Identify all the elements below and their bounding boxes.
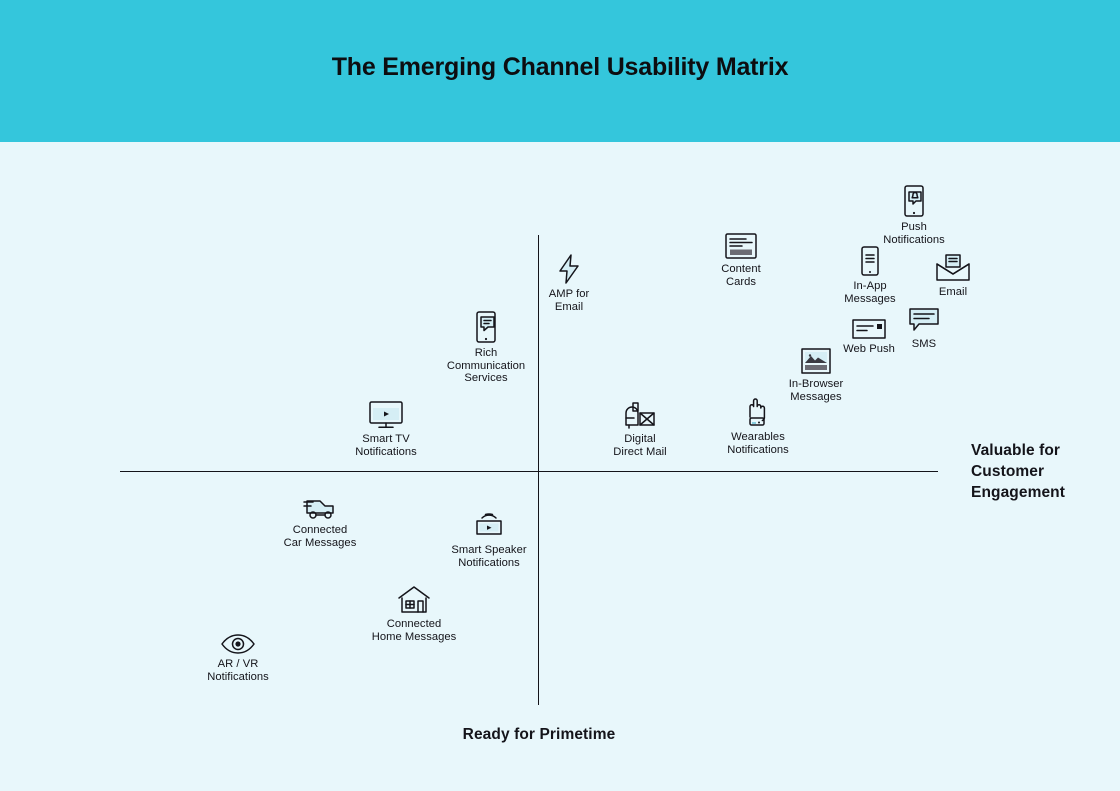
channel-node[interactable]: Connected Home Messages — [334, 580, 494, 643]
channel-node-label: AMP for Email — [548, 288, 590, 313]
header-banner: The Emerging Channel Usability Matrix — [0, 0, 1120, 142]
channel-node-label: SMS — [911, 338, 937, 350]
channel-node-label: In-App Messages — [844, 280, 896, 305]
channel-node-label: Connected Home Messages — [371, 618, 457, 643]
sms-icon — [844, 300, 1004, 334]
content-cards-icon — [661, 225, 821, 259]
rich-communication-services-icon — [406, 309, 566, 343]
y-axis-label: Ready for Primetime — [462, 726, 616, 743]
matrix-canvas: Valuable for Customer Engagement Ready f… — [0, 142, 1120, 791]
channel-node[interactable]: SMS — [844, 300, 1004, 351]
email-icon — [873, 248, 1033, 282]
channel-node-label: Connected Car Messages — [283, 524, 357, 549]
ar-vr-notifications-icon — [158, 620, 318, 654]
in-app-messages-icon — [790, 242, 950, 276]
channel-node-label: Wearables Notifications — [727, 431, 789, 456]
channel-node-label: Smart Speaker Notifications — [451, 544, 527, 569]
channel-node[interactable]: Wearables Notifications — [678, 393, 838, 456]
channel-node-label: Digital Direct Mail — [613, 433, 667, 458]
channel-node-label: Web Push — [843, 343, 895, 355]
wearables-notifications-icon — [678, 393, 838, 427]
channel-node[interactable]: In-Browser Messages — [736, 340, 896, 403]
page-title: The Emerging Channel Usability Matrix — [331, 53, 789, 81]
channel-node[interactable]: Push Notifications — [834, 183, 994, 246]
channel-node[interactable]: Smart TV Notifications — [306, 395, 466, 458]
connected-car-messages-icon — [240, 486, 400, 520]
channel-node-label: Rich Communication Services — [446, 347, 526, 385]
amp-for-email-icon — [489, 250, 649, 284]
channel-node[interactable]: Content Cards — [661, 225, 821, 288]
channel-node-label: Content Cards — [721, 263, 761, 288]
channel-node[interactable]: Email — [873, 248, 1033, 299]
in-browser-messages-icon — [736, 340, 896, 374]
channel-node[interactable]: Smart Speaker Notifications — [409, 506, 569, 569]
channel-node-label: Push Notifications — [883, 221, 945, 246]
channel-node[interactable]: Rich Communication Services — [406, 309, 566, 385]
smart-tv-notifications-icon — [306, 395, 466, 429]
web-push-icon — [789, 305, 949, 339]
connected-home-messages-icon — [334, 580, 494, 614]
channel-node[interactable]: Digital Direct Mail — [560, 395, 720, 458]
channel-node-label: Email — [938, 286, 968, 298]
smart-speaker-notifications-icon — [409, 506, 569, 540]
channel-node[interactable]: AMP for Email — [489, 250, 649, 313]
push-notifications-icon — [834, 183, 994, 217]
channel-node-label: In-Browser Messages — [788, 378, 844, 403]
channel-node[interactable]: Web Push — [789, 305, 949, 356]
channel-node[interactable]: Connected Car Messages — [240, 486, 400, 549]
vertical-axis-line — [538, 235, 539, 705]
channel-node[interactable]: In-App Messages — [790, 242, 950, 305]
channel-node[interactable]: AR / VR Notifications — [158, 620, 318, 683]
channel-node-label: AR / VR Notifications — [207, 658, 269, 683]
digital-direct-mail-icon — [560, 395, 720, 429]
channel-node-label: Smart TV Notifications — [355, 433, 417, 458]
x-axis-label: Valuable for Customer Engagement — [971, 442, 1066, 501]
horizontal-axis-line — [120, 471, 938, 472]
